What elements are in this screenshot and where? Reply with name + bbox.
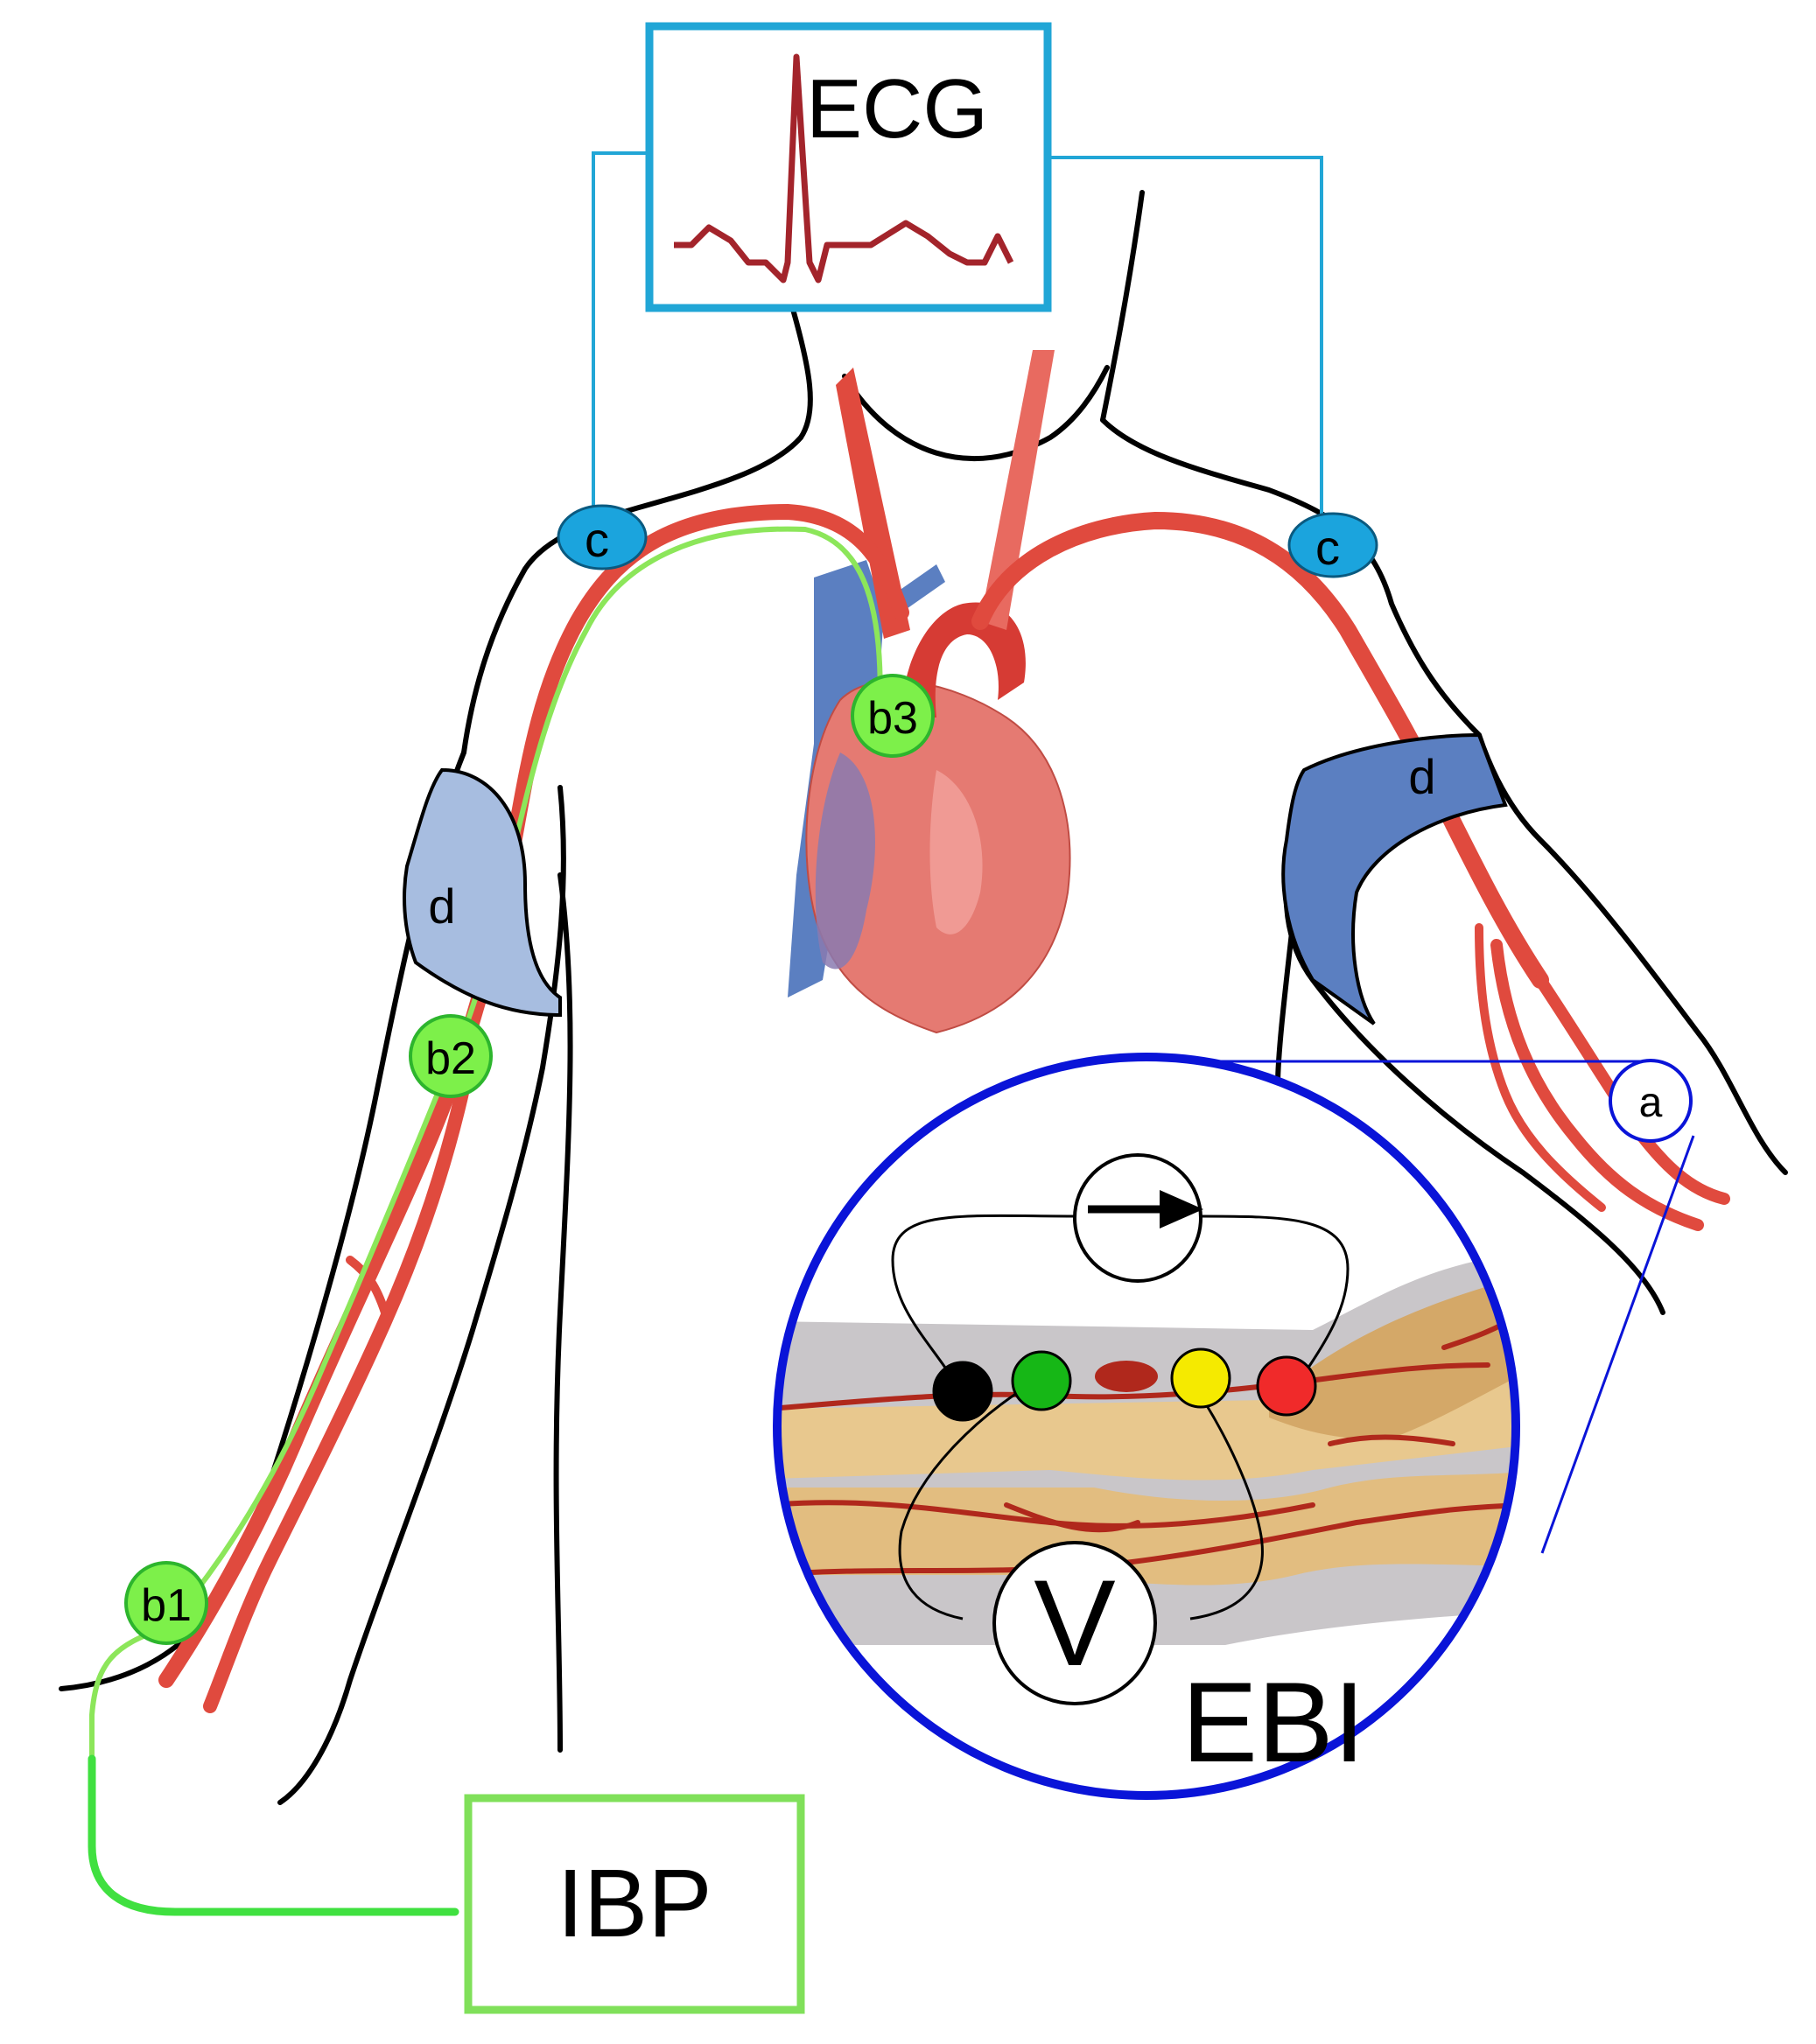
ebi-zoom-lines: [1199, 1060, 1695, 1554]
catheter-point-b1: b1: [124, 1561, 208, 1645]
voltmeter-label: V: [1034, 1554, 1115, 1691]
ebi-vessel-6: [1328, 1434, 1455, 1446]
electrode-c-left: c: [557, 504, 648, 570]
ebi-label: EBI: [1181, 1658, 1365, 1786]
collar-outline: [842, 365, 1110, 462]
cuff-left-label: d: [1408, 749, 1435, 804]
artery-right-ulnar: [1490, 939, 1704, 1231]
artery-right-interosseous: [1475, 923, 1606, 1212]
cuff-right-shape: [403, 767, 562, 1018]
catheter-point-b2: b2: [409, 1014, 493, 1098]
catheter-point-b3-label: b3: [867, 693, 918, 744]
ecg-trace: [674, 53, 1014, 284]
ibp-box: [464, 1794, 805, 2014]
wrist-point-a: a: [1609, 1059, 1693, 1143]
neck-right-outline: [1100, 190, 1145, 423]
artery-right-main: [971, 512, 1549, 989]
pulmonary-vein: [893, 564, 945, 612]
ebi-electrodes: [932, 1348, 1317, 1422]
ibp-label: IBP: [557, 1850, 712, 1957]
wrist-point-a-circle: [1609, 1059, 1693, 1143]
ebi-electrode-yellow: [1170, 1348, 1231, 1409]
ebi-wires: [891, 1214, 1350, 1620]
electrode-c-right-shape: [1287, 512, 1378, 578]
heart: [788, 350, 1071, 1034]
catheter-point-b1-circle: [124, 1561, 208, 1645]
cuff-left-arm: d: [1281, 732, 1508, 1026]
ecg-lead-left: [592, 151, 649, 508]
ecg-lead-right: [1048, 156, 1323, 516]
carotid-right: [980, 350, 1055, 630]
catheter: [89, 526, 883, 1759]
current-source-circle: [1073, 1153, 1202, 1283]
ebi-vessel-3: [777, 1502, 1516, 1578]
ebi-ring: [773, 1053, 1520, 1800]
current-source-arrow-head: [1160, 1190, 1203, 1228]
catheter-point-b1-label: b1: [141, 1580, 192, 1631]
artery-left-branch-small: [346, 1256, 389, 1317]
catheter-point-b3: b3: [851, 674, 935, 758]
ebi-electrode-black: [932, 1361, 993, 1422]
neck-left-outline: [789, 304, 813, 440]
ebi-electrode-green: [1011, 1350, 1072, 1411]
electrode-c-left-shape: [557, 504, 648, 570]
wrist-point-a-label: a: [1639, 1080, 1663, 1126]
artery-left-branch: [203, 1078, 471, 1713]
catheter-point-b2-label: b2: [425, 1033, 476, 1084]
ecg-leads: [592, 151, 1323, 516]
ebi-vessel-1: [777, 1362, 1490, 1411]
electrode-c-right: c: [1287, 512, 1378, 578]
ebi-zoom: V: [777, 1057, 1516, 1796]
shoulder-left-outline: [461, 435, 803, 755]
ebi-vessels: [777, 1310, 1516, 1578]
cuff-right-label: d: [428, 878, 455, 934]
ebi-vessel-4: [1004, 1502, 1140, 1533]
catheter-point-b3-circle: [851, 674, 935, 758]
aorta: [901, 602, 1026, 718]
ebi-electrode-dark-red: [1095, 1361, 1158, 1392]
electrode-c-right-label: c: [1315, 520, 1340, 575]
ebi-voltage-loop: [898, 1390, 1264, 1620]
electrode-c-left-label: c: [585, 512, 609, 567]
catheter-point-b2-circle: [409, 1014, 493, 1098]
cuff-right-arm: d: [403, 767, 562, 1018]
arm-right-outer: [1476, 732, 1788, 1175]
zoom-line-bottom: [1540, 1135, 1695, 1554]
arrow-right-icon: [1073, 1153, 1203, 1283]
ebi-current-loop: [891, 1214, 1350, 1392]
heart-highlight: [929, 770, 983, 934]
heart-left-ventricle: [815, 752, 875, 970]
voltmeter-icon: V: [992, 1541, 1157, 1705]
ebi-electrode-red: [1256, 1355, 1317, 1417]
shoulder-right-outline: [1100, 417, 1482, 738]
ebi-bone-hand: [1269, 1286, 1516, 1438]
arm-left-inner: [277, 785, 566, 1805]
ecg-label: ECG: [806, 62, 988, 156]
cuff-left-shape: [1281, 732, 1508, 1026]
torso-left-side: [553, 872, 573, 1753]
voltmeter-circle: [992, 1541, 1157, 1705]
ibp-tube: [88, 1754, 459, 1916]
